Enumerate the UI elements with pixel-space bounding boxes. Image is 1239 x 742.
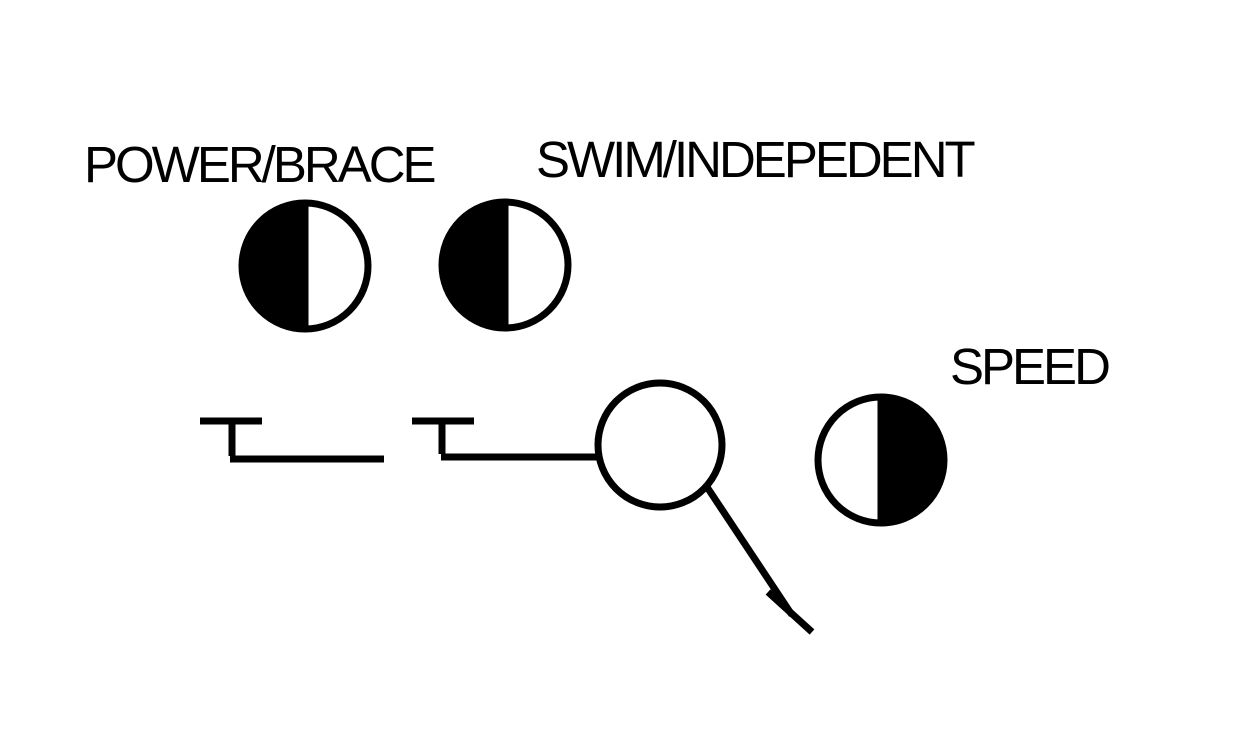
- swim-independent-indicator-icon: [438, 198, 572, 332]
- left-tee-marker-icon: [200, 417, 384, 463]
- power-brace-indicator-icon: [238, 199, 372, 333]
- speed-indicator-icon: [814, 393, 948, 527]
- open-circle-handle-icon: [594, 379, 815, 635]
- speed-label: SPEED: [950, 338, 1109, 395]
- power-brace-label: POWER/BRACE: [84, 136, 435, 193]
- middle-tee-marker-icon: [412, 417, 600, 461]
- swim-independent-label: SWIM/INDEPEDENT: [536, 131, 975, 188]
